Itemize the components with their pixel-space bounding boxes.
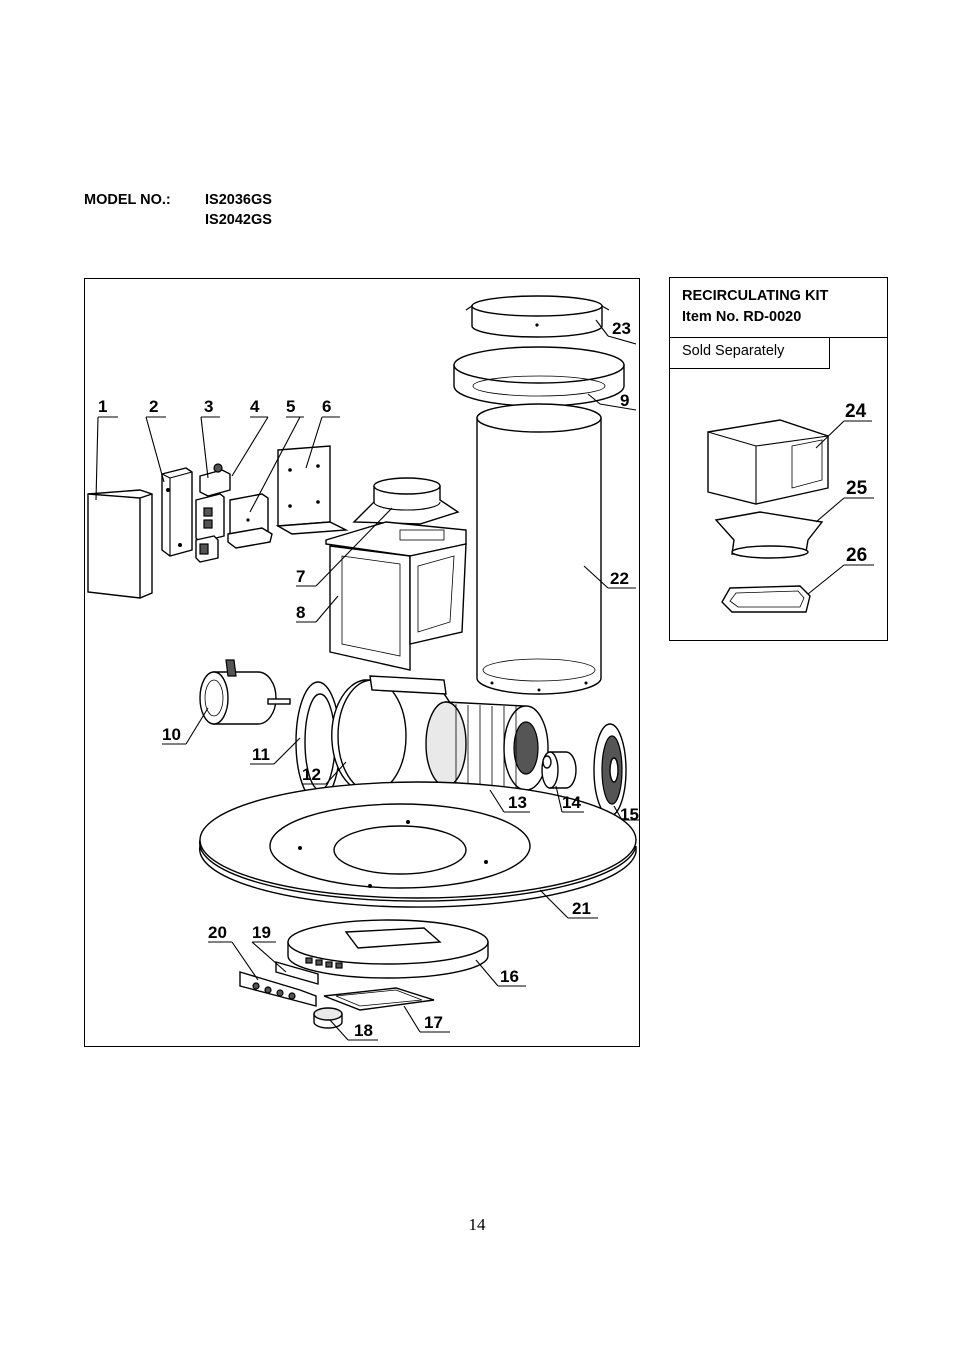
part-24-housing <box>707 419 829 505</box>
part-label-7: 7 <box>296 567 305 586</box>
part-22-chimney <box>476 403 602 695</box>
part-18-light <box>313 1007 343 1029</box>
sold-separately-label: Sold Separately <box>682 343 785 359</box>
part-11-plate <box>295 681 341 803</box>
part-10-motor <box>199 659 291 725</box>
part-17-filter <box>323 987 435 1011</box>
kit-item-number: Item No. RD-0020 <box>682 309 802 325</box>
part-12-housing <box>331 675 459 803</box>
part-label-21: 21 <box>572 899 591 918</box>
part-19-20-panel <box>239 961 319 1007</box>
part-label-3: 3 <box>204 397 213 416</box>
part-1-box <box>87 489 153 599</box>
part-label-22: 22 <box>610 569 629 588</box>
part-5-board <box>227 493 273 549</box>
part-label-10: 10 <box>162 725 181 744</box>
part-label-18: 18 <box>354 1021 373 1040</box>
kit-header: RECIRCULATING KIT Item No. RD-0020 <box>670 278 887 338</box>
part-label-13: 13 <box>508 793 527 812</box>
part-label-20: 20 <box>208 923 227 942</box>
part-21-canopy <box>199 781 637 908</box>
model-label: MODEL NO.: <box>84 192 171 208</box>
part-23-ring <box>465 295 610 338</box>
sold-separately-tag: Sold Separately <box>670 337 830 369</box>
part-15-inlet <box>593 723 627 817</box>
part-6-plate <box>275 445 349 535</box>
part-label-19: 19 <box>252 923 271 942</box>
part-label-16: 16 <box>500 967 519 986</box>
part-label-12: 12 <box>302 765 321 784</box>
part-label-11: 11 <box>252 745 270 764</box>
exploded-diagram-frame <box>84 278 640 1047</box>
part-label-1: 1 <box>98 397 107 416</box>
part-label-23: 23 <box>612 319 631 338</box>
part-label-26: 26 <box>846 545 867 566</box>
part-8-frame <box>325 521 467 671</box>
leader-lines <box>95 319 874 1041</box>
part-25-adapter <box>714 511 824 559</box>
page-number: 14 <box>468 1215 486 1234</box>
model-number-2: IS2042GS <box>205 212 272 228</box>
part-3-4-relays <box>195 463 231 563</box>
part-label-25: 25 <box>846 478 868 499</box>
part-label-6: 6 <box>322 397 331 416</box>
recirculating-kit-box: RECIRCULATING KIT Item No. RD-0020 Sold … <box>669 277 888 641</box>
part-9-ring <box>453 346 625 407</box>
part-14-hub <box>541 751 577 789</box>
part-label-14: 14 <box>562 793 581 812</box>
part-7-adapter <box>352 477 460 525</box>
kit-title-line1: RECIRCULATING KIT <box>682 288 829 304</box>
part-label-24: 24 <box>845 401 867 422</box>
part-2-module <box>161 467 193 557</box>
model-number-1: IS2036GS <box>205 192 272 208</box>
kit-title: RECIRCULATING KIT Item No. RD-0020 <box>682 286 828 328</box>
part-13-wheel <box>425 701 549 791</box>
part-label-8: 8 <box>296 603 305 622</box>
part-26-gasket <box>721 585 811 613</box>
part-label-2: 2 <box>149 397 158 416</box>
part-label-5: 5 <box>286 397 295 416</box>
part-label-4: 4 <box>250 397 260 416</box>
part-label-17: 17 <box>424 1013 443 1032</box>
part-number-labels: 1 2 3 4 5 6 7 8 9 10 11 12 13 14 15 16 1… <box>98 319 868 1040</box>
part-label-15: 15 <box>620 805 639 824</box>
part-16-plate <box>287 919 489 979</box>
part-label-9: 9 <box>620 391 629 410</box>
